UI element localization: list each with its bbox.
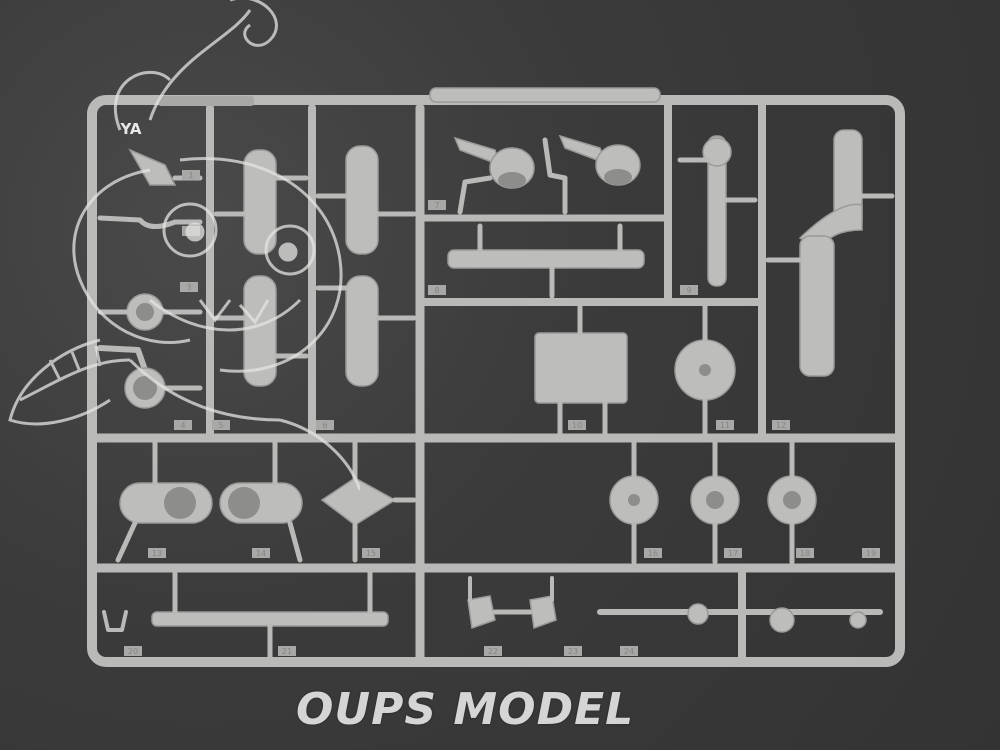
part-number: 23: [568, 647, 578, 656]
part-number: 19: [866, 549, 876, 558]
part-number: 12: [776, 421, 786, 430]
part-lens-plate: [320, 439, 417, 563]
part-twin-cylinder-2: [219, 439, 303, 563]
part-number: 1: [188, 171, 193, 180]
part-axle: [467, 576, 557, 630]
part-round-cover: [674, 303, 736, 437]
part-number: 20: [128, 647, 138, 656]
part-clip: [102, 610, 128, 632]
part-number: 9: [686, 286, 691, 295]
part-number: 10: [572, 421, 582, 430]
part-number: 8: [434, 286, 439, 295]
part-disc-3: [767, 439, 817, 565]
part-pipe-small: [97, 215, 203, 229]
part-cylinder-mount-2: [542, 134, 641, 215]
part-number: 3: [186, 283, 191, 292]
part-number: 4: [180, 421, 185, 430]
part-shock-absorber-2: [315, 145, 417, 255]
part-number: 16: [648, 549, 658, 558]
part-shaft: [597, 603, 883, 633]
part-number: 24: [624, 647, 634, 656]
part-number: 7: [434, 201, 439, 210]
part-number: 14: [256, 549, 266, 558]
part-cylinder-mount-1: [453, 136, 535, 215]
part-number: 18: [800, 549, 810, 558]
part-number: 11: [720, 421, 730, 430]
part-number: 17: [728, 549, 738, 558]
watermark-brand-text: OUPS MODEL: [296, 684, 635, 735]
part-number: 5: [218, 421, 223, 430]
part-number: 6: [322, 421, 327, 430]
part-exhaust-pipe: [765, 129, 895, 377]
part-number: 15: [366, 549, 376, 558]
part-valve-stem: [677, 135, 758, 287]
part-number: 13: [152, 549, 162, 558]
part-bar: [447, 223, 645, 299]
part-disc-2: [690, 439, 740, 565]
part-number: 22: [488, 647, 498, 656]
part-twin-cylinder-1: [115, 439, 213, 563]
part-battery-box: [534, 303, 628, 437]
part-ring-bracket: [97, 345, 203, 409]
sprue-gate-top: [429, 87, 661, 103]
part-long-rail: [151, 569, 389, 661]
part-shock-absorber-1: [213, 149, 309, 255]
part-number: 21: [282, 647, 292, 656]
sprue-frame-label: YA: [120, 120, 142, 138]
part-disc-1: [609, 439, 659, 565]
part-shock-absorber-3: [213, 275, 309, 387]
watermark-mascot-logo: [8, 0, 360, 491]
